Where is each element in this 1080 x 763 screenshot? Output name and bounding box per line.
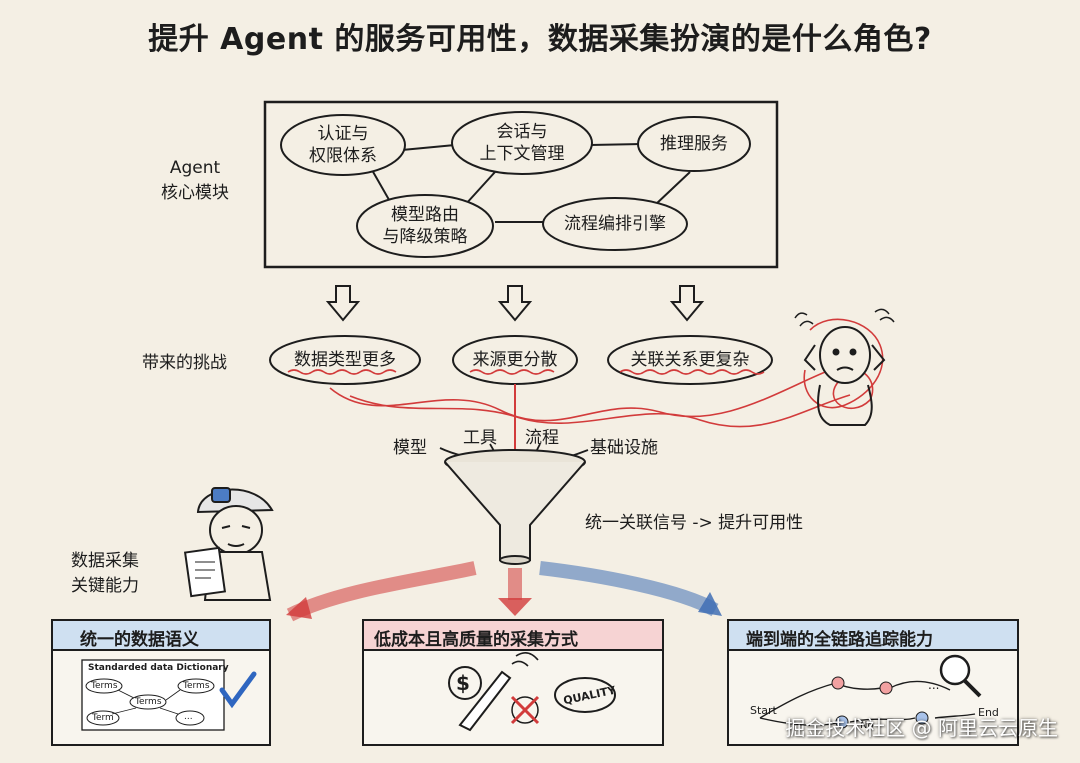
core-label: Agent 核心模块 <box>150 158 240 203</box>
module-auth-line-2: 权限体系 <box>309 146 377 166</box>
page-title: 提升 Agent 的服务可用性，数据采集扮演的是什么角色? <box>148 22 932 57</box>
module-session-line-2: 上下文管理 <box>479 144 565 164</box>
core-label-line-2: 核心模块 <box>161 183 229 203</box>
capability-label-line-2: 关键能力 <box>71 576 139 596</box>
capability-label-line-1: 数据采集 <box>71 551 139 571</box>
challenge-1: 数据类型更多 <box>294 350 396 370</box>
engineer-figure <box>183 487 274 601</box>
session-oval <box>451 111 593 175</box>
module-routing: 模型路由 与降级策略 <box>365 204 485 248</box>
funnel-input-workflow: 流程 <box>525 428 559 448</box>
core-module-box <box>263 100 779 269</box>
module-auth-line-1: 认证与 <box>317 124 369 144</box>
module-session: 会话与 上下文管理 <box>462 121 582 165</box>
module-workflow: 流程编排引擎 <box>564 214 666 234</box>
challenge-3: 关联关系更复杂 <box>630 350 750 370</box>
worried-person <box>794 308 895 426</box>
module-auth: 认证与 权限体系 <box>291 123 395 167</box>
panel-1-term-5: ... <box>184 712 193 722</box>
arrow-to-panel-1 <box>286 561 477 622</box>
inference-oval <box>637 116 751 172</box>
funnel-input-model: 模型 <box>393 438 427 458</box>
panel-1-term-4: Term <box>92 713 114 723</box>
panel-1-term-1: Terms <box>91 681 118 691</box>
panel-1-dict-title: Standarded data Dictionary <box>88 663 229 673</box>
panel-2-title: 低成本且高质量的采集方式 <box>374 630 578 650</box>
trace-end: End <box>978 706 999 719</box>
module-routing-line-2: 与降级策略 <box>382 227 468 247</box>
red-squiggles <box>287 318 884 428</box>
arrow-to-panel-3 <box>539 561 719 617</box>
funnel-input-infra: 基础设施 <box>590 438 658 458</box>
panel-3 <box>727 619 1019 746</box>
auth-oval <box>280 114 406 176</box>
panel-2 <box>362 619 664 746</box>
down-arrows <box>325 285 705 322</box>
funnel-caption: 统一关联信号 -> 提升可用性 <box>585 513 804 533</box>
panel-3-title: 端到端的全链路追踪能力 <box>746 630 933 650</box>
challenge-2: 来源更分散 <box>472 350 558 370</box>
dollar-icon: $ <box>456 671 470 695</box>
panel-1-title: 统一的数据语义 <box>80 630 199 650</box>
trace-start: Start <box>750 704 777 717</box>
panel-1 <box>51 619 271 746</box>
challenges-label: 带来的挑战 <box>142 353 227 373</box>
funnel <box>444 449 586 565</box>
watermark: 掘金技术社区 @ 阿里云云原生 <box>785 716 1058 740</box>
funnel-input-tool: 工具 <box>463 428 497 448</box>
trace-dots: ... <box>928 678 940 692</box>
routing-oval <box>356 194 494 258</box>
module-inference: 推理服务 <box>660 134 728 154</box>
capability-label: 数据采集 关键能力 <box>50 546 160 596</box>
core-label-line-1: Agent <box>169 158 221 178</box>
module-routing-line-1: 模型路由 <box>391 205 459 225</box>
trace-no: No <box>860 720 874 731</box>
panel-1-term-2: Terms <box>135 697 162 707</box>
module-session-line-1: 会话与 <box>496 122 548 142</box>
panel-1-term-3: Terms <box>183 681 210 691</box>
challenge-oval-3 <box>607 335 773 385</box>
workflow-oval <box>542 197 688 251</box>
